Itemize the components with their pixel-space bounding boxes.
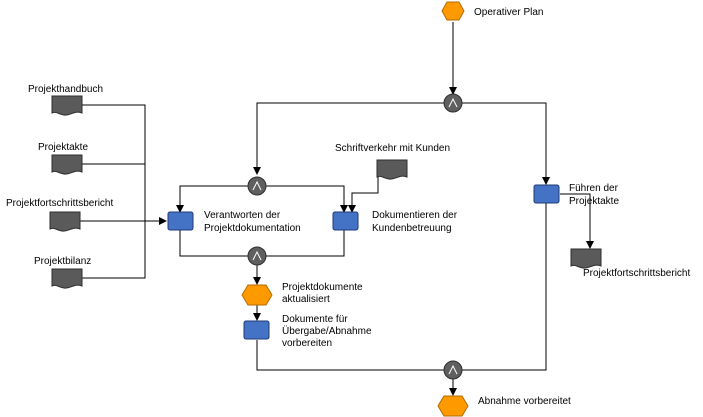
function-label-line1: Dokumente für (282, 314, 348, 325)
edge-fuehren-to-bericht (560, 193, 594, 249)
function-label-line2: Kundenbetreuung (372, 223, 452, 234)
function-label-line1: Dokumentieren der (372, 210, 458, 221)
function-label-line3: vorbereiten (282, 338, 332, 349)
event-label: Abnahme vorbereitet (478, 396, 571, 407)
function-verantworten: Verantworten der Projektdokumentation (167, 210, 301, 234)
function-dokumente-vorbereiten: Dokumente für Übergabe/Abnahme vorbereit… (243, 314, 372, 349)
event-abnahme-vorbereitet: Abnahme vorbereitet (437, 395, 571, 417)
edge-and-left-to-dokumentieren (266, 185, 348, 213)
document-projekthandbuch: Projekthandbuch (28, 84, 103, 116)
document-label: Schriftverkehr mit Kunden (335, 143, 450, 154)
event-projektdokumente-aktualisiert: Projektdokumente aktualisiert (241, 282, 363, 306)
document-projektbilanz: Projektbilanz (34, 256, 91, 289)
edge-and-top-to-fuehren (462, 102, 550, 185)
document-schriftverkehr: Schriftverkehr mit Kunden (335, 143, 450, 180)
and-icon (252, 180, 262, 191)
and-icon (448, 364, 458, 375)
document-label: Projekthandbuch (28, 84, 103, 95)
function-label-line2: Projektdokumentation (204, 223, 301, 234)
edge-projektbilanz-to-bus (82, 221, 146, 279)
function-label-line1: Führen der (569, 183, 619, 194)
and-connector-left (247, 176, 267, 196)
and-icon (448, 97, 458, 108)
and-connector-mid (247, 246, 267, 266)
document-label: Projektbilanz (34, 256, 91, 267)
edge-vorbereiten-to-and-bottom (256, 340, 444, 371)
edge-dokumentieren-to-and-mid (266, 230, 345, 257)
function-label-line1: Verantworten der (204, 210, 281, 221)
function-dokumentieren: Dokumentieren der Kundenbetreuung (332, 210, 458, 234)
edge-and-top-to-and-left (253, 102, 444, 175)
event-label-line2: aktualisiert (282, 294, 330, 305)
document-projektakte: Projektakte (38, 142, 88, 175)
edge-schriftverkehr-to-dokumentieren (348, 176, 379, 213)
function-label-line2: Übergabe/Abnahme (282, 325, 372, 337)
event-label-line1: Projektdokumente (282, 282, 363, 293)
document-label: Projektfortschrittsbericht (6, 198, 113, 209)
document-label: Projektfortschrittsbericht (583, 268, 690, 279)
document-projektfortschrittsbericht-right: Projektfortschrittsbericht (570, 248, 690, 279)
edge-verantworten-to-and-mid (179, 230, 248, 257)
function-label-line2: Projektakte (569, 196, 619, 207)
edge-projekthandbuch-to-bus (82, 104, 146, 221)
edges (72, 22, 594, 396)
event-operativer-plan: Operativer Plan (441, 1, 543, 21)
document-label: Projektakte (38, 142, 88, 153)
edge-fuehren-to-and-bottom (462, 203, 547, 371)
and-icon (252, 250, 262, 261)
function-fuehren: Führen der Projektakte (533, 183, 619, 207)
document-projektfortschrittsbericht-left: Projektfortschrittsbericht (6, 198, 113, 232)
edge-and-left-to-verantworten (176, 185, 248, 213)
and-connector-bottom (443, 360, 463, 380)
event-label: Operativer Plan (474, 7, 543, 18)
and-connector-top (443, 93, 463, 113)
